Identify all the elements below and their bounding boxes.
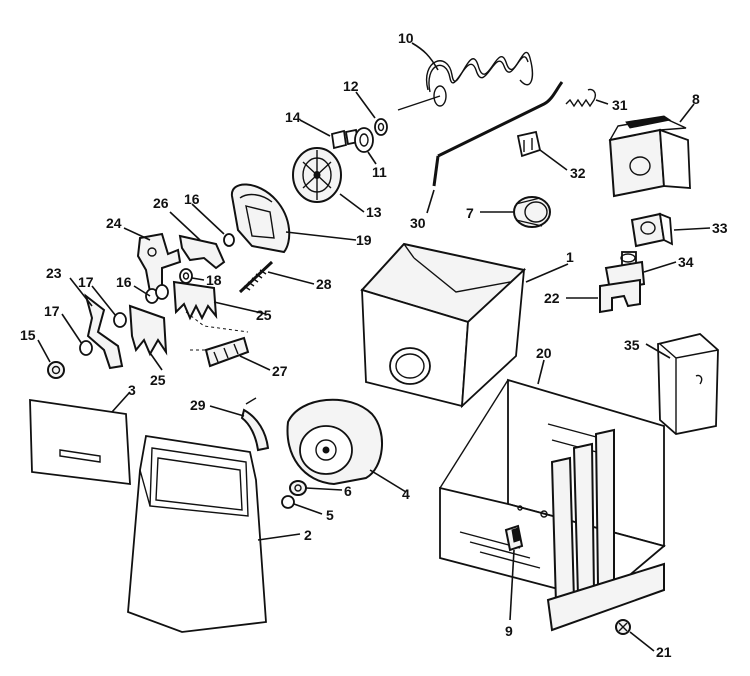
part-21-screw: [615, 619, 631, 635]
part-29-curved-shield: [240, 397, 270, 452]
part-27-switch-bar: [190, 336, 250, 368]
part-7-bearing-ring: [513, 196, 551, 228]
callout-34: 34: [678, 254, 694, 270]
callout-35: 35: [624, 337, 640, 353]
callout-14: 14: [285, 109, 301, 125]
callout-20: 20: [536, 345, 552, 361]
callout-10: 10: [398, 30, 414, 46]
part-35-side-cover: [657, 333, 719, 435]
part-15-nut: [47, 361, 65, 379]
callout-31: 31: [612, 97, 628, 113]
callout-29: 29: [190, 397, 206, 413]
callout-labels: 10 12 14 11 13 30 7 31 32 8 33 34 22 1 1…: [20, 30, 728, 660]
part-31-spring: [565, 88, 597, 108]
part-32-clip: [516, 130, 542, 158]
part-24-bracket: [136, 232, 182, 294]
leader-lines: [37, 42, 711, 652]
callout-7: 7: [466, 205, 474, 221]
part-28-threaded-rod: [238, 260, 274, 294]
part-22-bracket: [599, 278, 641, 314]
callout-15: 15: [20, 327, 36, 343]
part-3-front-panel: [29, 398, 131, 486]
callout-22: 22: [544, 290, 560, 306]
callout-25-lower: 25: [150, 372, 166, 388]
part-19-housing-plate: [230, 183, 291, 254]
callout-16-lower: 16: [116, 274, 132, 290]
callout-21: 21: [656, 644, 672, 660]
callout-4: 4: [402, 486, 410, 502]
callout-16-upper: 16: [184, 191, 200, 207]
part-18-nut: [179, 268, 193, 284]
callout-12: 12: [343, 78, 359, 94]
callout-32: 32: [570, 165, 586, 181]
part-20-housing-frame: [439, 378, 666, 632]
part-23-bracket-arm: [84, 293, 124, 370]
part-12-ring: [374, 118, 388, 136]
part-10-auger-spring: [397, 51, 534, 111]
callout-25-upper: 25: [256, 307, 272, 323]
part-13-auger-wheel: [292, 147, 342, 203]
callout-23: 23: [46, 265, 62, 281]
callout-17-lower: 17: [44, 303, 60, 319]
part-17-upper-ring: [113, 312, 127, 328]
part-2-dispenser-shroud: [127, 434, 267, 633]
part-14-clip: [330, 128, 360, 150]
callout-28: 28: [316, 276, 332, 292]
callout-11: 11: [372, 164, 387, 180]
part-8-motor: [608, 115, 691, 198]
callout-19: 19: [356, 232, 372, 248]
callout-9: 9: [505, 623, 513, 639]
callout-5: 5: [326, 507, 334, 523]
callout-27: 27: [272, 363, 288, 379]
part-6-nut: [289, 480, 307, 496]
part-16-upper-ring: [223, 233, 235, 247]
part-26-blade: [178, 234, 226, 270]
part-33-block: [630, 212, 674, 248]
callout-26: 26: [153, 195, 169, 211]
callout-30: 30: [410, 215, 426, 231]
callout-2: 2: [304, 527, 312, 543]
callout-6: 6: [344, 483, 352, 499]
part-5-washer: [281, 495, 295, 509]
callout-8: 8: [692, 91, 700, 107]
part-1-ice-bucket: [360, 242, 527, 409]
part-30-wire-rod: [432, 81, 564, 187]
callout-1: 1: [566, 249, 574, 265]
callout-33: 33: [712, 220, 728, 236]
part-16-lower-rings: [145, 284, 169, 304]
part-25-lower-blade: [128, 304, 168, 357]
callout-24: 24: [106, 215, 122, 231]
callout-3: 3: [128, 382, 136, 398]
part-11-hub: [354, 127, 374, 153]
callout-18: 18: [206, 272, 222, 288]
part-17-lower-ring: [79, 340, 93, 356]
callout-17-upper: 17: [78, 274, 94, 290]
callout-13: 13: [366, 204, 382, 220]
part-4-motor-housing: [286, 398, 384, 486]
part-9-clip: [504, 524, 524, 552]
